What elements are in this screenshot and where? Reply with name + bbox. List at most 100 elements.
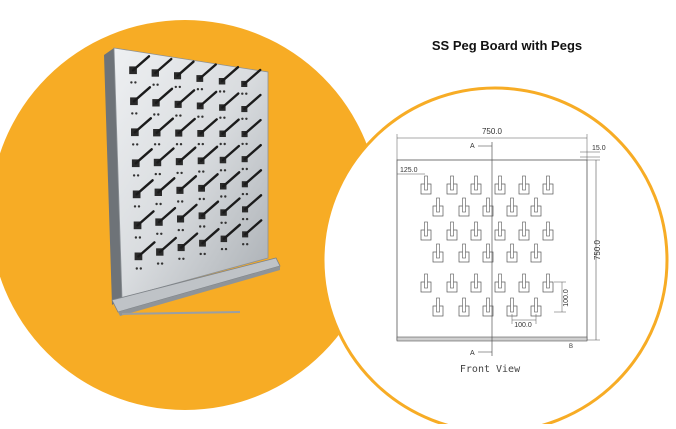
- drain-dot: [198, 197, 201, 201]
- drain-dot: [202, 170, 205, 173]
- peg: [176, 89, 196, 106]
- board-side-edge: [104, 48, 122, 305]
- drain-dot: [241, 167, 244, 171]
- peg: [243, 169, 263, 186]
- dim-overall-width: 750.0: [482, 127, 503, 136]
- technical-drawing: [396, 134, 600, 356]
- drip-tray-lip: [118, 266, 280, 316]
- drain-dot: [130, 81, 133, 84]
- peg: [201, 227, 220, 245]
- peg: [176, 60, 195, 77]
- peg: [198, 63, 218, 80]
- peg: [154, 57, 173, 75]
- drain-dot: [132, 174, 136, 177]
- drain-dot: [134, 236, 138, 239]
- drain-dot: [131, 112, 134, 115]
- peg: [136, 210, 155, 227]
- drain-dot: [137, 205, 141, 208]
- peg: [154, 87, 174, 105]
- drain-dot: [245, 142, 248, 146]
- peg: [243, 93, 262, 111]
- peg: [221, 144, 241, 162]
- dim-edge-offset: 125.0: [400, 167, 418, 174]
- drain-dot: [153, 143, 157, 146]
- drain-dot: [160, 232, 163, 235]
- dim-side-thickness: 15.0: [592, 145, 606, 152]
- drain-dot: [223, 116, 226, 119]
- peg: [222, 223, 242, 241]
- drain-dot: [245, 217, 249, 221]
- drawing-peg-stem: [510, 197, 514, 213]
- drawing-peg-stem: [450, 221, 454, 237]
- drain-dot: [153, 113, 156, 116]
- peg: [243, 194, 263, 211]
- dim-overall-height: 750.0: [593, 239, 602, 260]
- drain-dot: [200, 88, 204, 91]
- drain-dot: [179, 114, 182, 117]
- peg: [178, 146, 197, 163]
- drain-dot: [224, 221, 227, 224]
- drain-dot: [219, 142, 222, 146]
- drawing-peg-stem: [436, 243, 440, 259]
- drain-dot: [135, 267, 138, 270]
- drain-dot: [157, 113, 160, 116]
- drain-dot: [177, 228, 180, 232]
- drain-dot: [178, 85, 181, 89]
- peg: [158, 236, 178, 254]
- drain-dot: [199, 225, 202, 228]
- dim-vertical-pitch: 100.0: [563, 289, 570, 307]
- peg: [198, 90, 218, 108]
- drain-dot: [241, 92, 244, 95]
- peg: [134, 148, 153, 165]
- drawing-circle: [321, 86, 669, 429]
- drain-dot: [218, 90, 222, 93]
- drawing-peg-stem: [498, 175, 502, 191]
- drain-dot: [181, 200, 184, 203]
- page-title: SS Peg Board with Pegs: [431, 38, 583, 53]
- drain-dot: [241, 217, 245, 221]
- drain-dot: [203, 252, 206, 256]
- peg: [137, 241, 156, 258]
- drain-dot: [241, 117, 244, 121]
- peg: [156, 147, 175, 164]
- peg: [199, 145, 219, 163]
- drain-dot: [174, 85, 177, 89]
- drawing-peg-stem: [498, 273, 502, 289]
- peg: [243, 118, 262, 136]
- drain-dot: [219, 116, 222, 119]
- section-marker-top: A: [470, 143, 475, 150]
- drain-pipe: [121, 311, 241, 315]
- peg: [243, 143, 262, 161]
- peg: [221, 118, 240, 135]
- peg: [179, 203, 198, 221]
- drawing-peg-stem: [534, 297, 538, 313]
- drain-dot: [160, 262, 164, 265]
- drawing-peg-stem: [424, 175, 428, 191]
- drawing-peg-stem: [424, 221, 428, 237]
- peg: [243, 219, 263, 236]
- drain-dot: [196, 88, 200, 91]
- drain-dot: [245, 192, 249, 196]
- drawing-peg-stem: [486, 197, 490, 213]
- drain-dot: [158, 172, 161, 176]
- drawing-peg-stem: [450, 273, 454, 289]
- drain-dot: [220, 195, 223, 198]
- drain-dot: [241, 192, 245, 196]
- drain-dot: [245, 167, 248, 171]
- drawing-peg-stem: [510, 243, 514, 259]
- peg: [179, 232, 199, 249]
- drain-dot: [223, 169, 227, 172]
- drain-dot: [134, 81, 137, 84]
- drawing-peg-stem: [534, 197, 538, 213]
- drawing-peg-stem: [546, 221, 550, 237]
- drain-dot: [178, 257, 181, 260]
- drawing-peg-stem: [436, 297, 440, 313]
- drain-dot: [223, 142, 226, 146]
- drawing-peg-stem: [546, 273, 550, 289]
- drain-dot: [159, 202, 162, 206]
- peg: [221, 92, 240, 109]
- drain-dot: [199, 252, 202, 256]
- drain-dot: [220, 247, 224, 251]
- drain-dot: [157, 143, 161, 146]
